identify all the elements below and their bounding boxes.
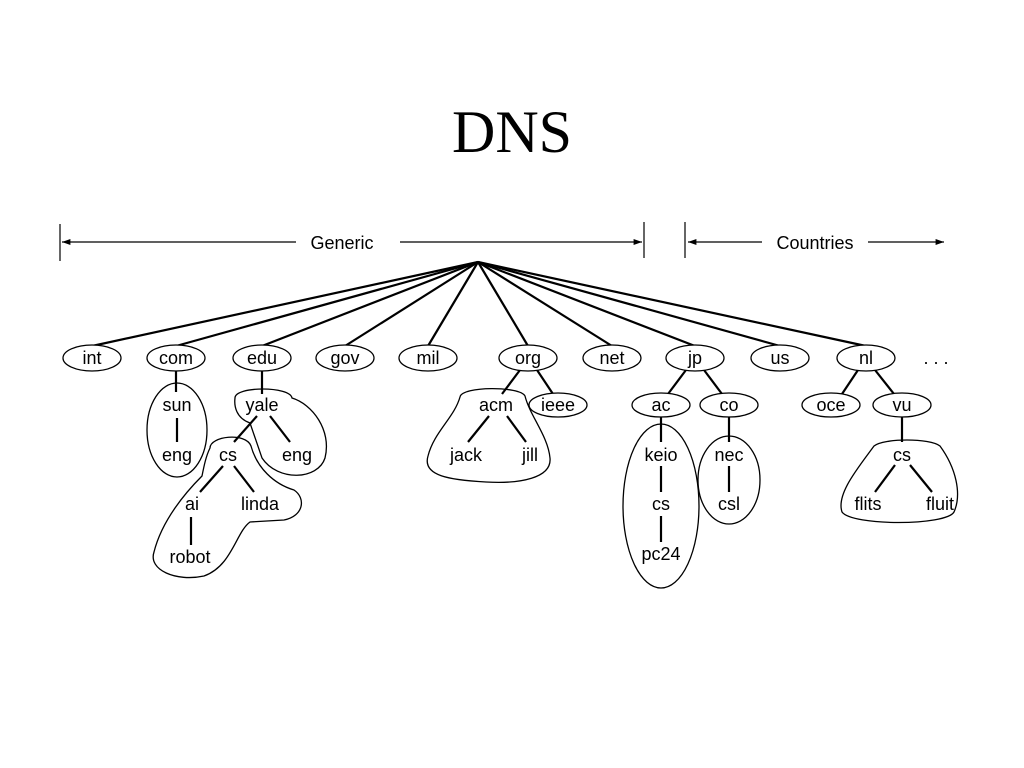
- tld-gov: gov: [315, 344, 375, 372]
- label-ai: ai: [185, 494, 199, 514]
- tld-com: com: [146, 344, 206, 372]
- subtree-edges: [174, 369, 933, 545]
- tld-jp: jp: [665, 344, 725, 372]
- tld-org: org: [498, 344, 558, 372]
- label-eng-yale: eng: [282, 445, 312, 465]
- label-csl: csl: [718, 494, 740, 514]
- tld-nodes: int com edu gov mil org net jp: [62, 344, 949, 372]
- tld-us: us: [750, 344, 810, 372]
- svg-text:jp: jp: [687, 348, 702, 368]
- zone-acm: [426, 388, 551, 484]
- label-jack: jack: [449, 445, 483, 465]
- label-robot: robot: [169, 547, 210, 567]
- svg-text:int: int: [82, 348, 101, 368]
- label-yale: yale: [245, 395, 278, 415]
- label-nec: nec: [714, 445, 743, 465]
- label-cs-vu: cs: [893, 445, 911, 465]
- svg-text:edu: edu: [247, 348, 277, 368]
- label-flits: flits: [855, 494, 882, 514]
- label-linda: linda: [241, 494, 280, 514]
- svg-text:gov: gov: [330, 348, 359, 368]
- label-sun: sun: [162, 395, 191, 415]
- label-cs-yale: cs: [219, 445, 237, 465]
- label-cs-keio: cs: [652, 494, 670, 514]
- subdomain-nodes: ieee ac co oce vu sun eng yale eng cs ai…: [162, 392, 954, 567]
- node-ac: [631, 392, 691, 418]
- tld-int: int: [62, 344, 122, 372]
- countries-range: Countries: [684, 222, 944, 258]
- svg-text:org: org: [515, 348, 541, 368]
- node-ieee: [528, 392, 588, 418]
- root-edges: [91, 260, 867, 348]
- tld-edu: edu: [232, 344, 292, 372]
- label-jill: jill: [521, 445, 538, 465]
- node-vu: [872, 392, 932, 418]
- tld-net: net: [582, 344, 642, 372]
- tld-mil: mil: [398, 344, 458, 372]
- generic-range: Generic: [59, 222, 645, 261]
- label-pc24: pc24: [641, 544, 680, 564]
- svg-text:net: net: [599, 348, 624, 368]
- zone-yale: [234, 388, 327, 476]
- zone-cs-yale: [152, 436, 303, 579]
- ellipsis-more-domains: . . .: [923, 348, 948, 368]
- label-acm: acm: [479, 395, 513, 415]
- tld-nl: nl: [836, 344, 896, 372]
- label-fluit: fluit: [926, 494, 954, 514]
- label-co: co: [719, 395, 738, 415]
- label-keio: keio: [644, 445, 677, 465]
- countries-label: Countries: [776, 233, 853, 253]
- label-ac: ac: [651, 395, 670, 415]
- svg-text:com: com: [159, 348, 193, 368]
- generic-label: Generic: [310, 233, 373, 253]
- label-vu: vu: [892, 395, 911, 415]
- node-oce: [801, 392, 861, 418]
- svg-text:nl: nl: [859, 348, 873, 368]
- svg-text:mil: mil: [417, 348, 440, 368]
- label-oce: oce: [816, 395, 845, 415]
- node-co: [699, 392, 759, 418]
- label-ieee: ieee: [541, 395, 575, 415]
- svg-text:us: us: [770, 348, 789, 368]
- page-title: DNS: [451, 99, 573, 165]
- zone-cs-vu: [840, 439, 959, 524]
- label-eng-sun: eng: [162, 445, 192, 465]
